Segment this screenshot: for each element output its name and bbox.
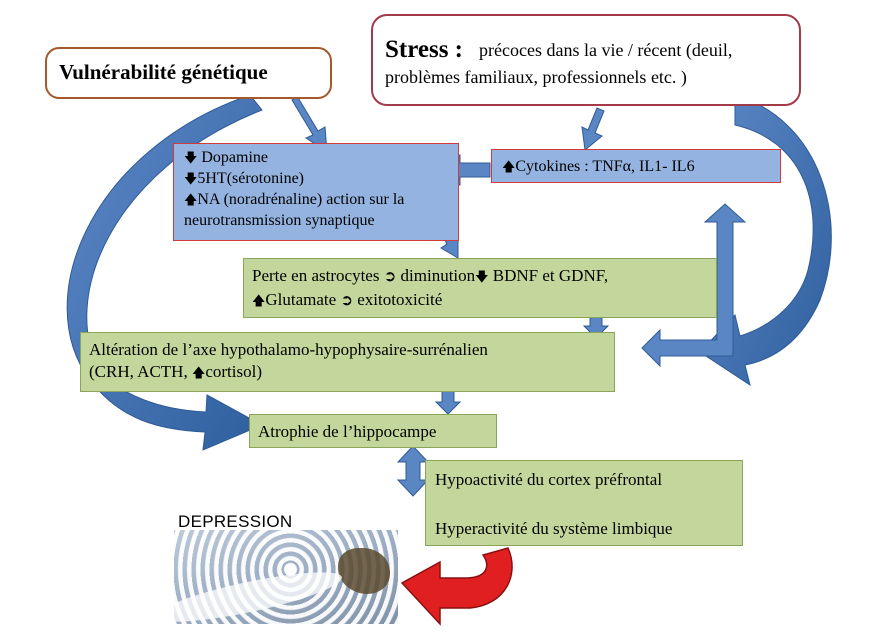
depression-label: DEPRESSION [178,512,293,531]
hpa-axis-line1: Altération de l’axe hypothalamo-hypophys… [89,340,488,359]
axis-cytokines-elbow-arrow [641,203,747,368]
hypoactivity-label: Hypoactivité du cortex préfrontal [435,470,663,489]
cortex-box: Hypoactivité du cortex préfrontal Hypera… [425,460,743,546]
serotonin-line: 🡇5HT(sérotonine) [184,170,305,187]
neurotransmitters-box: 🡇 Dopamine 🡇5HT(sérotonine) 🡅NA (noradré… [173,143,459,241]
astrocytes-box: Perte en astrocytes ➲ diminution🡇 BDNF e… [243,258,717,318]
hpa-axis-box: Altération de l’axe hypothalamo-hypophys… [80,332,615,392]
neurotransmission-line: neurotransmission synaptique [184,212,375,229]
down-arrow-icon: 🡇 [184,172,198,187]
down-arrow-icon: 🡇 [475,270,489,285]
hippocampus-label: Atrophie de l’hippocampe [258,422,437,441]
dopamine-line: 🡇 Dopamine [184,149,269,166]
up-arrow-icon: 🡅 [502,160,516,175]
down-arrow-icon: 🡇 [184,151,198,166]
curved-arrow-icon: ➲ [383,267,397,285]
stress-to-axis-curved-arrow [699,94,832,387]
stress-box: Stress : précoces dans la vie / récent (… [371,14,801,106]
land-mass [338,548,390,594]
cytokines-line: 🡅Cytokines : TNFα, IL1- IL6 [502,158,695,175]
hippocampus-cortex-double-arrow [396,445,430,497]
genetic-to-hippocampus-curved-arrow [66,94,264,451]
noradrenaline-line: 🡅NA (noradrénaline) action sur la [184,191,405,208]
astrocytes-line2: 🡅Glutamate ➲ exitotoxicité [252,290,443,309]
astrocytes-line1: Perte en astrocytes ➲ diminution🡇 BDNF e… [252,266,609,285]
hyperactivity-label: Hyperactivité du système limbique [435,519,673,538]
curved-arrow-icon: ➲ [340,291,354,309]
hpa-axis-line2: (CRH, ACTH, 🡅cortisol) [89,362,262,381]
cloud-band [174,562,346,624]
genetic-to-neuro-arrow [291,95,328,153]
stress-text-line1: précoces dans la vie / récent (deuil, [479,40,733,60]
genetic-vulnerability-title: Vulnérabilité génétique [59,60,268,84]
stress-text-line2: problèmes familiaux, professionnels etc.… [385,67,687,87]
cytokines-box: 🡅Cytokines : TNFα, IL1- IL6 [491,149,781,183]
up-arrow-icon: 🡅 [252,294,266,309]
up-arrow-icon: 🡅 [184,193,198,208]
stress-to-cytokines-arrow [581,107,605,151]
up-arrow-icon: 🡅 [191,366,206,381]
to-depression-red-arrow [400,547,513,626]
hippocampus-box: Atrophie de l’hippocampe [249,414,497,448]
stress-title: Stress : [385,36,464,63]
depression-satellite-image [174,530,398,624]
genetic-vulnerability-box: Vulnérabilité génétique [45,47,332,99]
